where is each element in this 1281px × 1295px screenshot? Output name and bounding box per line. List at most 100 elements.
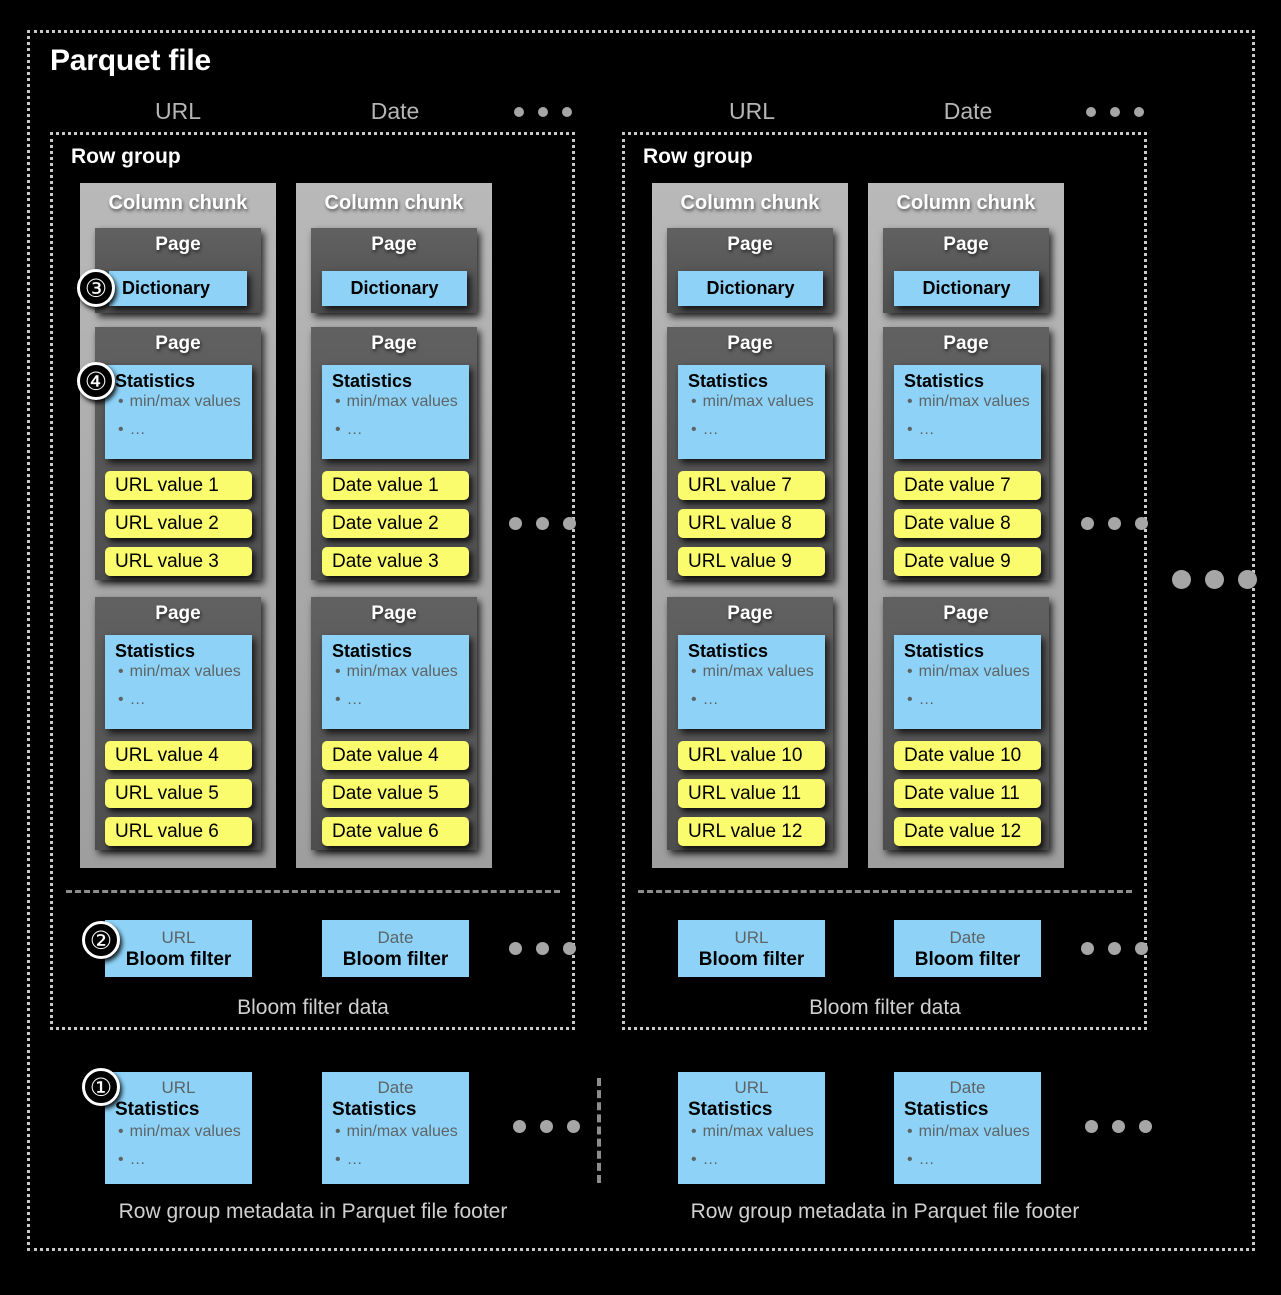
value-chip: URL value 1 [105, 471, 252, 500]
parquet-file-title: Parquet file [50, 44, 211, 77]
bullet-glyph: • [907, 1151, 913, 1168]
statistics-minmax-text: min/max values [702, 663, 814, 680]
column-header-url-rg1: URL [154, 98, 201, 124]
bullet-glyph: • [118, 1123, 124, 1140]
statistics-bullet-minmax: • min/max values [332, 1123, 459, 1140]
statistics-bullet-minmax: • min/max values [904, 1123, 1031, 1140]
bloom-filter-column: URL [161, 928, 196, 947]
bullet-glyph: • [691, 663, 697, 680]
value-chip: Date value 5 [322, 779, 469, 808]
bullet-glyph: • [907, 421, 913, 438]
statistics-title: Statistics [688, 641, 769, 661]
bloom-filter-column: Date [377, 928, 414, 947]
column-header-ellipsis-rg2 [1086, 107, 1144, 117]
parquet-file-frame [27, 30, 1255, 1251]
column-chunk-label: Column chunk [896, 192, 1036, 214]
value-chip: URL value 2 [105, 509, 252, 538]
bullet-glyph: • [118, 1151, 124, 1168]
bloom-filter-separator-rg1 [66, 890, 560, 893]
footer-ellipsis-rg1 [513, 1120, 580, 1133]
bloom-filter-chip-rg2-date: Date Bloom filter [894, 920, 1041, 977]
page-label: Page [155, 603, 201, 624]
bloom-filter-name: Bloom filter [698, 949, 805, 970]
footer-stats-chip-rg1-date: Date Statistics • min/max values • … [322, 1072, 469, 1184]
bloom-filter-ellipsis-rg2 [1081, 942, 1148, 955]
statistics-more-text: … [346, 421, 363, 438]
statistics-more-text: … [129, 691, 146, 708]
statistics-more-text: … [702, 691, 719, 708]
bullet-glyph: • [907, 1123, 913, 1140]
statistics-more-text: … [918, 421, 935, 438]
bullet-glyph: • [118, 421, 124, 438]
bloom-filter-name: Bloom filter [342, 949, 449, 970]
statistics-bullet-minmax: • min/max values [904, 664, 1031, 680]
column-chunk-label: Column chunk [324, 192, 464, 214]
row-group-2: Row group [622, 132, 1147, 1030]
statistics-more-text: … [346, 1151, 363, 1168]
bullet-glyph: • [691, 393, 697, 410]
bullet-glyph: • [335, 663, 341, 680]
statistics-bullet-minmax: • min/max values [115, 664, 242, 680]
value-chip: URL value 4 [105, 741, 252, 770]
statistics-title: Statistics [332, 371, 413, 391]
column-chunk-ellipsis-rg1 [509, 517, 576, 530]
statistics-bullet-more: • … [688, 1151, 815, 1168]
dictionary-box-rg1-url: Dictionary [109, 271, 247, 306]
bloom-filter-chip-rg1-url: URL Bloom filter [105, 920, 252, 977]
footer-stats-column: Date [949, 1078, 986, 1097]
page-label: Page [371, 603, 417, 624]
statistics-title: Statistics [115, 371, 196, 391]
footer-stats-title: Statistics [115, 1099, 200, 1120]
statistics-minmax-text: min/max values [129, 1123, 241, 1140]
bullet-glyph: • [335, 421, 341, 438]
bullet-glyph: • [691, 1123, 697, 1140]
page-label: Page [727, 333, 773, 354]
statistics-bullet-more: • … [904, 692, 1031, 708]
value-chip: Date value 3 [322, 547, 469, 576]
bloom-filter-chip-rg2-url: URL Bloom filter [678, 920, 825, 977]
statistics-bullet-minmax: • min/max values [688, 663, 815, 680]
statistics-bullet-more: • … [688, 421, 815, 438]
footer-stats-column: URL [161, 1078, 196, 1097]
statistics-minmax-text: min/max values [702, 393, 814, 410]
statistics-bullet-more: • … [332, 421, 459, 438]
callout-4: ④ [77, 362, 115, 400]
bullet-glyph: • [691, 421, 697, 438]
statistics-minmax-text: min/max values [346, 393, 458, 410]
statistics-bullet-minmax: • min/max values [115, 1123, 242, 1140]
page-label: Page [727, 603, 773, 624]
page-label: Page [371, 333, 417, 354]
bloom-filter-chip-rg1-date: Date Bloom filter [322, 920, 469, 977]
bullet-glyph: • [335, 691, 341, 708]
footer-stats-chip-rg2-url: URL Statistics • min/max values • … [678, 1072, 825, 1184]
statistics-more-text: … [129, 1151, 146, 1168]
statistics-more-text: … [702, 1151, 719, 1168]
column-header-url-rg2: URL [728, 98, 775, 124]
statistics-bullet-more: • … [115, 421, 242, 438]
column-header-ellipsis-rg1 [514, 107, 572, 117]
dictionary-box-rg2-url: Dictionary [678, 271, 823, 306]
statistics-bullet-more: • … [904, 421, 1031, 438]
row-group-1-label: Row group [71, 145, 181, 168]
value-chip: Date value 1 [322, 471, 469, 500]
statistics-box-rg2-date-2: Statistics • min/max values • … [894, 635, 1041, 729]
bullet-glyph: • [335, 1123, 341, 1140]
bloom-filter-caption-rg2: Bloom filter data [809, 996, 961, 1019]
statistics-bullet-more: • … [332, 1151, 459, 1168]
column-chunk-label: Column chunk [680, 192, 820, 214]
statistics-bullet-minmax: • min/max values [115, 394, 242, 410]
statistics-more-text: … [346, 691, 363, 708]
statistics-bullet-more: • … [115, 691, 242, 708]
bullet-glyph: • [691, 1151, 697, 1168]
row-group-2-label: Row group [643, 145, 753, 168]
statistics-box-rg2-url-1: Statistics • min/max values • … [678, 365, 825, 459]
bullet-glyph: • [118, 691, 124, 708]
statistics-minmax-text: min/max values [702, 1123, 814, 1140]
footer-stats-column: Date [377, 1078, 414, 1097]
statistics-minmax-text: min/max values [918, 393, 1030, 410]
value-chip: URL value 10 [678, 741, 825, 770]
footer-caption-rg1: Row group metadata in Parquet file foote… [118, 1200, 508, 1223]
bloom-filter-column: Date [949, 928, 986, 947]
bloom-filter-ellipsis-rg1 [509, 942, 576, 955]
statistics-box-rg1-url-2: Statistics • min/max values • … [105, 635, 252, 729]
